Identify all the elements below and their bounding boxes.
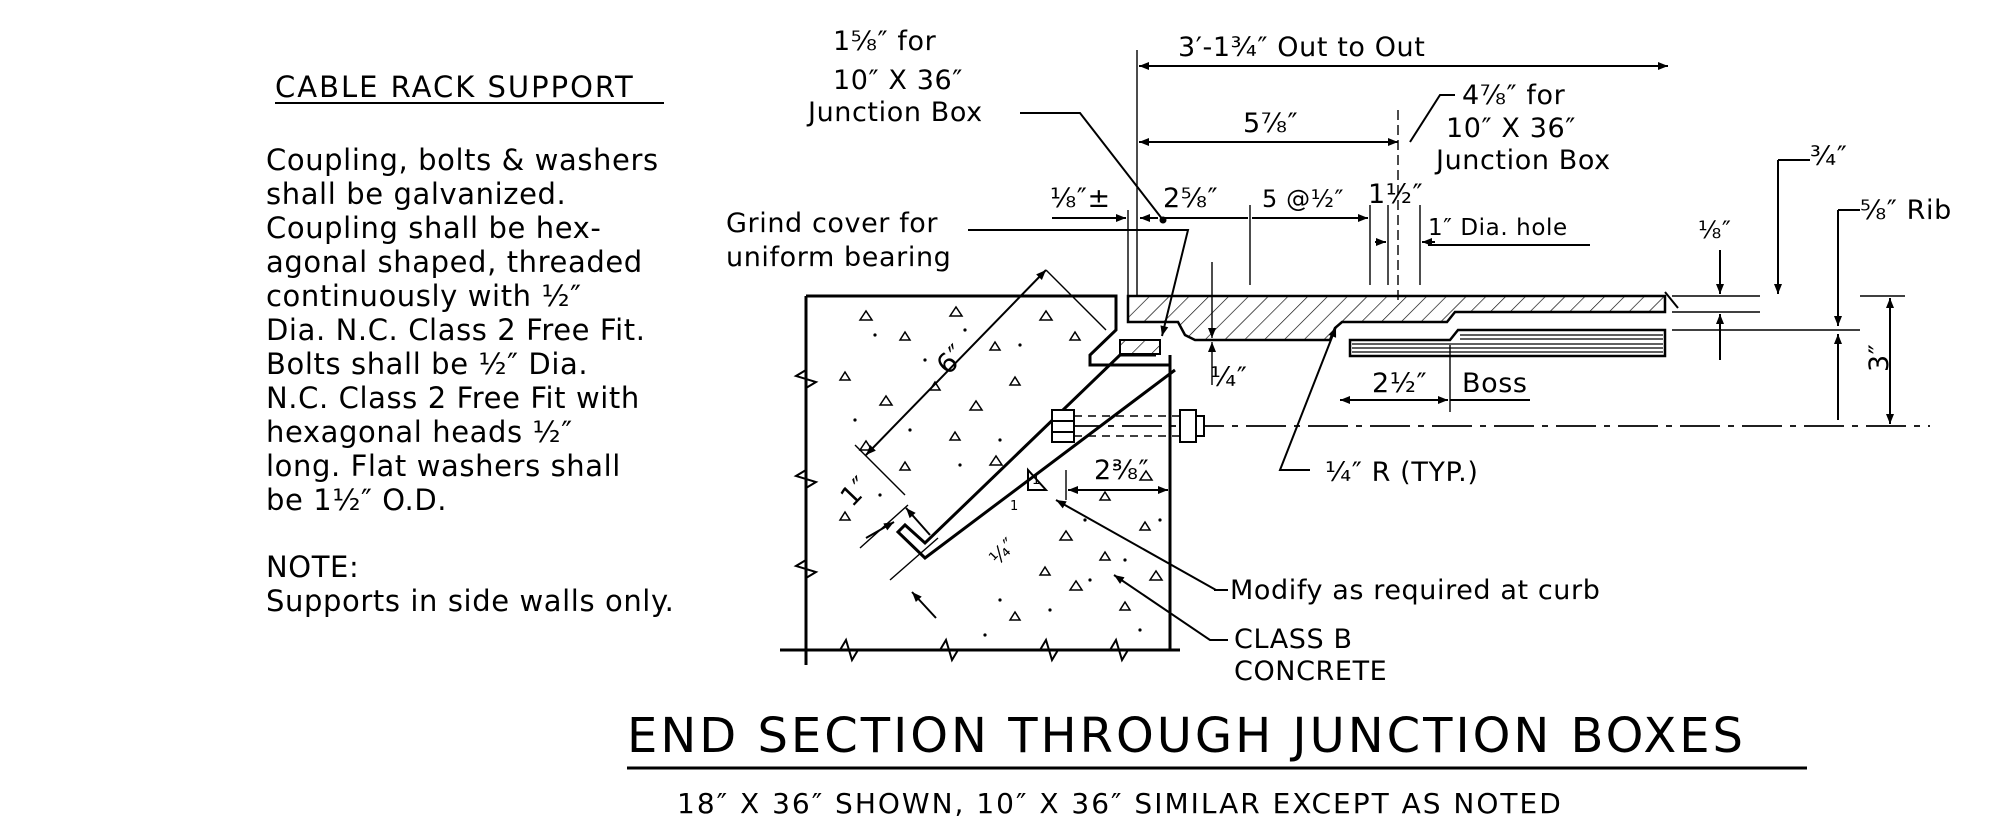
label-2-3-8: 2⅜″: [1094, 455, 1149, 486]
note-line: Dia. N.C. Class 2 Free Fit.: [266, 313, 646, 347]
cover-break: [1664, 291, 1679, 309]
dimension-labels: 1⅝″ for 10″ X 36″ Junction Box 3′-1¾″ Ou…: [726, 26, 1952, 687]
label-modify: Modify as required at curb: [1230, 575, 1600, 606]
note-line: shall be galvanized.: [266, 177, 566, 211]
label-1-1-2: 1½″: [1368, 179, 1423, 210]
coupling-left: [1051, 409, 1075, 443]
label-grind-b: uniform bearing: [726, 242, 951, 273]
label-slope-side: 1: [1010, 499, 1018, 514]
note-line: Coupling, bolts & washers: [266, 143, 659, 177]
label-slope-top: 1: [1032, 473, 1040, 488]
bolt-head: [1179, 409, 1197, 443]
label-2-1-2: 2½″: [1372, 368, 1427, 399]
grind-cover-block: [1119, 339, 1161, 355]
title-block: END SECTION THROUGH JUNCTION BOXES 18″ X…: [627, 708, 1807, 820]
label-1-8-pm: ⅛″±: [1050, 183, 1111, 214]
leader-lines: [968, 94, 1455, 641]
label-jb-right-c: Junction Box: [1434, 145, 1611, 176]
note-line: Bolts shall be ½″ Dia.: [266, 347, 588, 381]
note-line: be 1½″ O.D.: [266, 483, 447, 517]
boss-outline: [1348, 328, 1667, 358]
label-1: 1″: [835, 471, 877, 513]
label-1-4-angle: ¼″: [984, 533, 1021, 570]
note-line: hexagonal heads ½″: [266, 415, 573, 449]
note-line: continuously with ½″: [266, 279, 582, 313]
label-out-to-out: 3′-1¾″ Out to Out: [1178, 32, 1425, 63]
label-1-4-r: ¼″ R (TYP.): [1325, 457, 1479, 488]
label-boss: Boss: [1462, 368, 1528, 399]
label-jb10-c: Junction Box: [806, 97, 983, 128]
note-text: Supports in side walls only.: [266, 584, 674, 618]
label-6: 6″: [931, 339, 973, 381]
note-line: N.C. Class 2 Free Fit with: [266, 381, 640, 415]
notes-heading: CABLE RACK SUPPORT: [275, 70, 635, 104]
label-concrete: CONCRETE: [1234, 656, 1387, 687]
label-5-7-8: 5⅞″: [1243, 108, 1298, 139]
label-1-8: ⅛″: [1698, 216, 1731, 244]
label-2-5-8: 2⅝″: [1163, 183, 1218, 214]
drawing-subtitle: 18″ X 36″ SHOWN, 10″ X 36″ SIMILAR EXCEP…: [677, 787, 1563, 820]
break-marks-bottom: [839, 637, 1129, 663]
label-class-b: CLASS B: [1234, 624, 1353, 655]
label-jb10-b: 10″ X 36″: [833, 65, 963, 96]
break-marks-left: [793, 369, 819, 579]
label-grind-a: Grind cover for: [726, 208, 938, 239]
washer: [1195, 415, 1205, 437]
note-line: long. Flat washers shall: [266, 449, 621, 483]
note-line: Coupling shall be hex-: [266, 211, 602, 245]
label-3-4: ¾″: [1810, 141, 1847, 172]
note-line: agonal shaped, threaded: [266, 245, 643, 279]
note-label: NOTE:: [266, 550, 359, 584]
label-dia-hole: 1″ Dia. hole: [1428, 215, 1568, 241]
drawing-title: END SECTION THROUGH JUNCTION BOXES: [627, 708, 1746, 764]
dimensions: [854, 50, 1905, 619]
label-5-at-half: 5 @½″: [1262, 185, 1344, 213]
bolt-assembly: [1051, 409, 1930, 443]
slope-triangle: [1027, 467, 1049, 491]
label-1-4: ¼″: [1210, 362, 1247, 393]
label-3: 3″: [1864, 344, 1895, 372]
label-jb-right-b: 10″ X 36″: [1446, 113, 1576, 144]
label-jb-right-a: 4⅞″ for: [1462, 80, 1566, 111]
junction-box-body: [1348, 328, 1667, 358]
label-5-8-rib: ⅝″ Rib: [1860, 195, 1952, 226]
notes-block: CABLE RACK SUPPORT Coupling, bolts & was…: [266, 70, 674, 618]
label-jb10-a: 1⅝″ for: [833, 26, 937, 57]
